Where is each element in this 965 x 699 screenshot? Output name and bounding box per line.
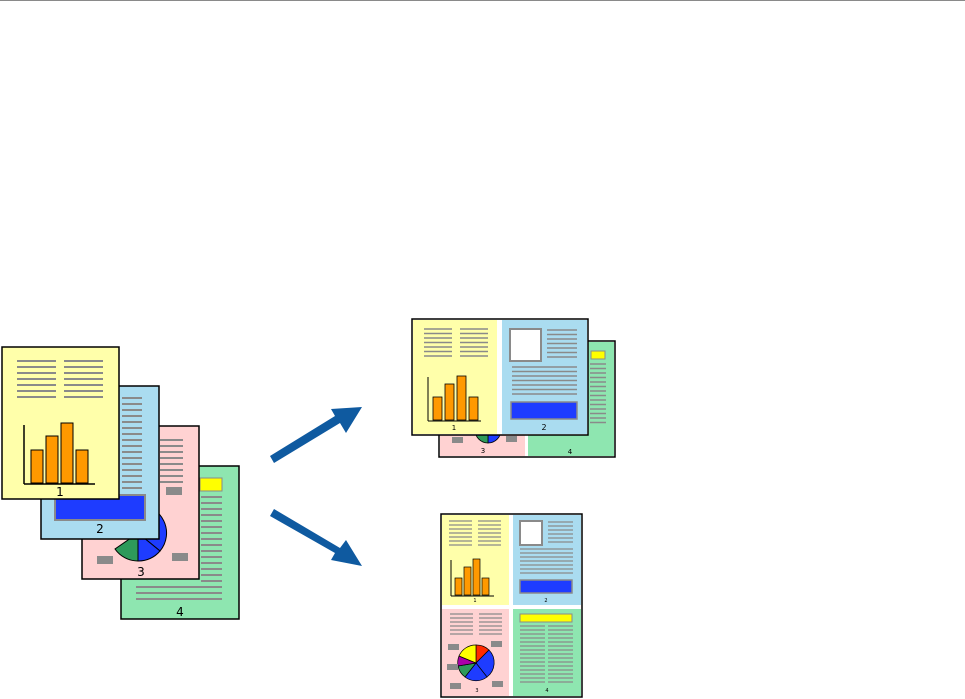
page-number: 4 <box>568 448 573 456</box>
page-number: 3 <box>137 565 145 579</box>
page-number: 4 <box>545 688 548 694</box>
page-number: 2 <box>544 598 547 604</box>
page-number: 1 <box>473 598 476 604</box>
page-number: 3 <box>475 688 478 694</box>
yellow-highlight-box <box>200 478 222 491</box>
arrow-up-right-icon <box>270 407 362 463</box>
arrow-down-right-icon <box>270 509 362 566</box>
source-page-stack: 4 3 2 <box>2 347 239 619</box>
page-number: 4 <box>176 605 184 619</box>
four-up-page-3: 3 <box>442 609 509 696</box>
page-number: 3 <box>481 447 485 455</box>
image-placeholder <box>510 329 541 361</box>
page-number: 2 <box>541 423 546 432</box>
page-number: 1 <box>452 424 456 432</box>
page-number: 2 <box>96 522 104 536</box>
two-up-front-sheet: 1 2 <box>412 319 588 435</box>
pie-chart <box>458 645 494 681</box>
two-up-result: 3 4 1 2 <box>412 319 615 457</box>
four-up-page-4: 4 <box>513 609 581 696</box>
source-page-1: 1 <box>2 347 119 499</box>
four-up-page-2: 2 <box>513 515 581 605</box>
page-number: 1 <box>56 485 64 499</box>
four-up-result: 1 2 3 <box>441 514 582 697</box>
blue-highlight-box <box>511 402 577 419</box>
four-up-page-1: 1 <box>442 515 509 605</box>
